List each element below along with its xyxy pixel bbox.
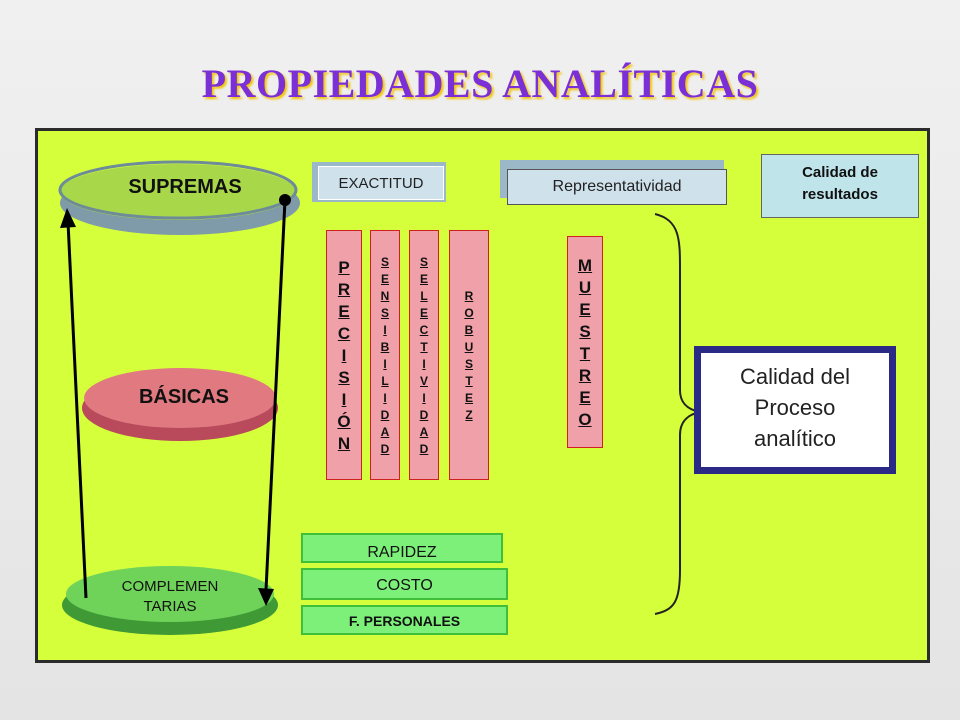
level-supremas: SUPREMAS [128, 176, 242, 198]
precision-letter: R [337, 279, 351, 299]
sensibilidad-letter: N [380, 288, 390, 303]
selectividad-letter: A [419, 424, 429, 439]
left-up-arrow [60, 208, 88, 599]
robustez-letter: B [464, 322, 474, 337]
level-complementarias: COMPLEMEN TARIAS [66, 577, 274, 617]
muestreo-letter: O [578, 409, 592, 429]
supremas-disk [58, 160, 300, 235]
selectividad-letter: I [422, 390, 426, 405]
complementarias-disk [62, 566, 278, 635]
selectividad-letter: C [419, 322, 429, 337]
robustez-letter: E [464, 390, 473, 405]
sensibilidad-letter: I [383, 356, 387, 371]
level-basicas: BÁSICAS [138, 386, 229, 408]
level-complementarias-line2: TARIAS [143, 598, 197, 615]
robustez-letter: Z [465, 407, 473, 422]
muestreo-letter: E [579, 299, 591, 319]
precision-letter: I [341, 345, 347, 365]
precision-letter: C [337, 323, 351, 343]
robustez-letter: S [464, 356, 473, 371]
robustez-letter: O [464, 305, 474, 320]
calidad-resultados-box: Calidad de resultados [761, 154, 919, 218]
muestreo-letter: R [578, 365, 592, 385]
calidad-proceso-box: Calidad del Proceso analítico [694, 346, 896, 474]
sensibilidad-letter: A [380, 424, 390, 439]
muestreo-letter: M [577, 255, 593, 275]
selectividad-letter: E [419, 271, 428, 286]
muestreo-letter: T [579, 343, 591, 363]
calidad-resultados-line1: Calidad de [802, 164, 878, 181]
right-down-arrow [258, 194, 291, 606]
representatividad-label: Representatividad [507, 169, 727, 205]
sensibilidad-letter: I [383, 390, 387, 405]
sensibilidad-letter: E [380, 271, 389, 286]
calidad-proceso-line2: Proceso [754, 395, 836, 420]
robustez-letter: U [464, 339, 474, 354]
selectividad-letter: E [419, 305, 428, 320]
selectividad-letter: L [420, 288, 428, 303]
precision-letter: I [341, 389, 347, 409]
sensibilidad-letter: B [380, 339, 390, 354]
muestreo-letter: U [578, 277, 592, 297]
precision-letter: N [337, 433, 351, 453]
sensibilidad-letter: S [380, 305, 389, 320]
selectividad-letter: S [419, 254, 428, 269]
precision-letter: P [338, 257, 350, 277]
selectividad-letter: D [419, 441, 429, 456]
exactitud-label: EXACTITUD [318, 166, 444, 200]
selectividad-letter: T [420, 339, 428, 354]
muestreo-letter: S [579, 321, 591, 341]
basicas-disk [82, 368, 278, 441]
precision-letter: S [338, 367, 350, 387]
costo-bar: COSTO [301, 568, 508, 600]
selectividad-letter: I [422, 356, 426, 371]
selectividad-letter: V [419, 373, 428, 388]
sensibilidad-letter: I [383, 322, 387, 337]
sensibilidad-letter: L [381, 373, 389, 388]
muestreo-letter: E [579, 387, 591, 407]
precision-letter: Ó [337, 411, 351, 431]
sensibilidad-letter: D [380, 441, 390, 456]
calidad-proceso-line1: Calidad del [739, 364, 851, 389]
robustez-letter: T [465, 373, 473, 388]
level-complementarias-line1: COMPLEMEN [121, 578, 219, 595]
calidad-resultados-line2: resultados [802, 186, 878, 203]
robustez-letter: R [464, 288, 474, 303]
calidad-proceso-line3: analítico [754, 426, 836, 451]
sensibilidad-letter: D [380, 407, 390, 422]
selectividad-letter: D [419, 407, 429, 422]
rapidez-bar: RAPIDEZ [301, 533, 503, 563]
precision-letter: E [338, 301, 350, 321]
sensibilidad-letter: S [380, 254, 389, 269]
page-title: PROPIEDADES ANALÍTICAS [201, 61, 759, 106]
personales-bar: F. PERSONALES [301, 605, 508, 635]
